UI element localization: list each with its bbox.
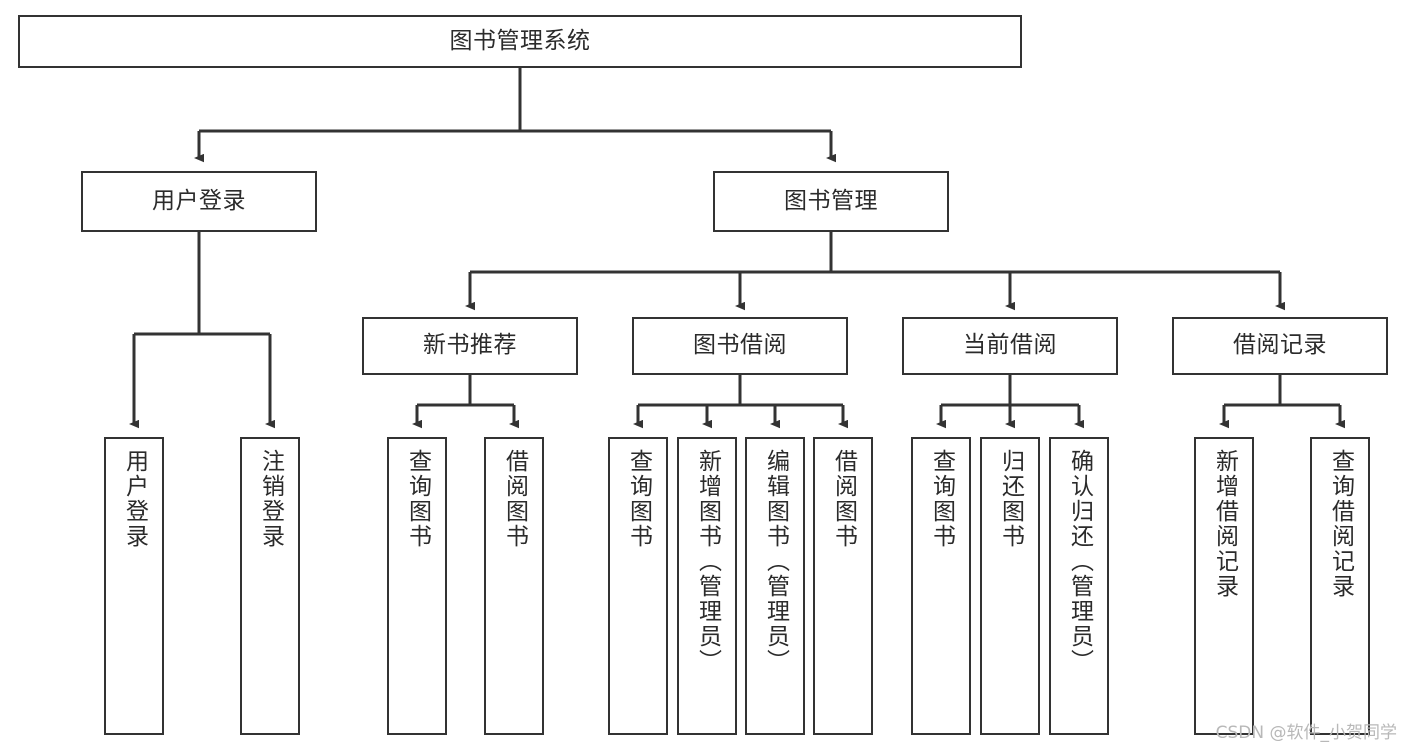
- node-label: 查询图书: [404, 449, 431, 549]
- node-label: 新书推荐: [423, 332, 517, 359]
- node-leaf-query-book-newbook[interactable]: 查询图书: [387, 437, 447, 735]
- node-label: 查询借阅记录: [1327, 449, 1354, 599]
- node-leaf-query-book-current[interactable]: 查询图书: [911, 437, 971, 735]
- node-label: 用户登录: [152, 187, 246, 214]
- node-borrow-record[interactable]: 借阅记录: [1172, 317, 1388, 375]
- node-label: 新增图书（管理员）: [694, 449, 721, 674]
- node-label: 借阅图书: [830, 449, 857, 549]
- node-leaf-add-book-admin[interactable]: 新增图书（管理员）: [677, 437, 737, 735]
- node-label: 图书管理系统: [449, 27, 591, 54]
- node-leaf-query-book-borrow[interactable]: 查询图书: [608, 437, 668, 735]
- node-label: 注销登录: [257, 449, 284, 549]
- node-label: 查询图书: [928, 449, 955, 549]
- node-leaf-user-login[interactable]: 用户登录: [104, 437, 164, 735]
- node-label: 查询图书: [625, 449, 652, 549]
- node-label: 用户登录: [121, 449, 148, 549]
- node-current-borrow[interactable]: 当前借阅: [902, 317, 1118, 375]
- node-leaf-return-book[interactable]: 归还图书: [980, 437, 1040, 735]
- node-label: 图书借阅: [693, 332, 787, 359]
- node-leaf-confirm-return-admin[interactable]: 确认归还（管理员）: [1049, 437, 1109, 735]
- node-book-borrow[interactable]: 图书借阅: [632, 317, 848, 375]
- node-label: 归还图书: [997, 449, 1024, 549]
- node-new-book-recommend[interactable]: 新书推荐: [362, 317, 578, 375]
- node-leaf-query-borrow-record[interactable]: 查询借阅记录: [1310, 437, 1370, 735]
- node-label: 确认归还（管理员）: [1066, 449, 1093, 674]
- node-label: 图书管理: [784, 187, 878, 214]
- node-label: 借阅记录: [1233, 332, 1327, 359]
- node-leaf-edit-book-admin[interactable]: 编辑图书（管理员）: [745, 437, 805, 735]
- node-leaf-borrow-book-newbook[interactable]: 借阅图书: [484, 437, 544, 735]
- node-leaf-add-borrow-record[interactable]: 新增借阅记录: [1194, 437, 1254, 735]
- node-leaf-borrow-book[interactable]: 借阅图书: [813, 437, 873, 735]
- node-leaf-logout[interactable]: 注销登录: [240, 437, 300, 735]
- node-root-book-management-system[interactable]: 图书管理系统: [18, 15, 1022, 68]
- node-label: 借阅图书: [501, 449, 528, 549]
- node-label: 当前借阅: [963, 332, 1057, 359]
- node-book-management[interactable]: 图书管理: [713, 171, 949, 232]
- node-user-login[interactable]: 用户登录: [81, 171, 317, 232]
- node-label: 新增借阅记录: [1211, 449, 1238, 599]
- node-label: 编辑图书（管理员）: [762, 449, 789, 674]
